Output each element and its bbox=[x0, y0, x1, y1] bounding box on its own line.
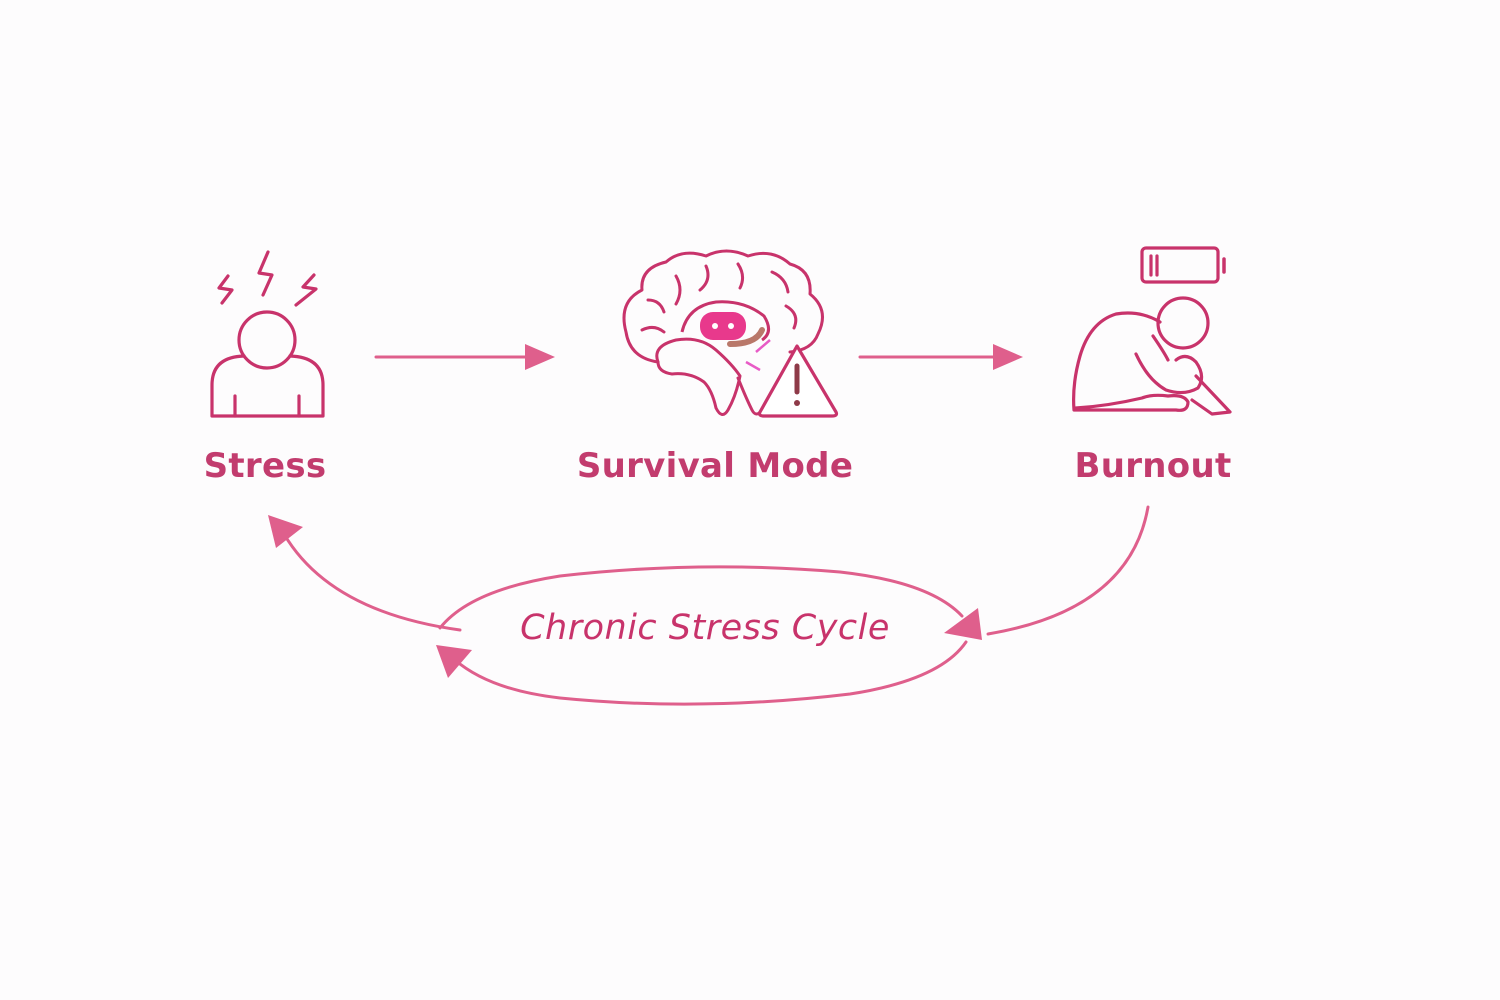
lightning-bolt-icon bbox=[257, 250, 274, 297]
lightning-bolt-icon bbox=[217, 274, 234, 305]
arrow-stress-to-survival bbox=[374, 344, 555, 370]
head-icon bbox=[1156, 296, 1210, 350]
arrow-burnout-to-cycle bbox=[944, 505, 1150, 640]
head-icon bbox=[237, 310, 297, 370]
low-battery-icon bbox=[1140, 246, 1226, 284]
exhausted-person-low-battery-icon bbox=[1072, 246, 1232, 416]
cycle-arrowhead-left bbox=[436, 645, 472, 678]
cycle-ellipse bbox=[438, 565, 968, 706]
stressed-person-icon bbox=[210, 250, 325, 418]
brain-outline-icon bbox=[622, 249, 824, 364]
arrow-survival-to-burnout bbox=[858, 344, 1023, 370]
curled-body-icon bbox=[1072, 311, 1190, 412]
node-label-survival-mode: Survival Mode bbox=[576, 446, 854, 486]
amygdala-icon bbox=[700, 312, 746, 340]
brain-warning-icon bbox=[622, 249, 839, 418]
node-label-burnout: Burnout bbox=[1074, 446, 1232, 486]
shoulders-icon bbox=[210, 354, 325, 418]
arrow-cycle-to-stress bbox=[268, 515, 462, 632]
lightning-bolt-icon bbox=[294, 273, 318, 307]
limbic-outline-icon bbox=[680, 300, 770, 342]
hippocampus-icon bbox=[727, 327, 765, 347]
cycle-label: Chronic Stress Cycle bbox=[520, 608, 890, 648]
node-label-stress: Stress bbox=[203, 446, 327, 486]
brainstem-icon bbox=[655, 337, 742, 416]
